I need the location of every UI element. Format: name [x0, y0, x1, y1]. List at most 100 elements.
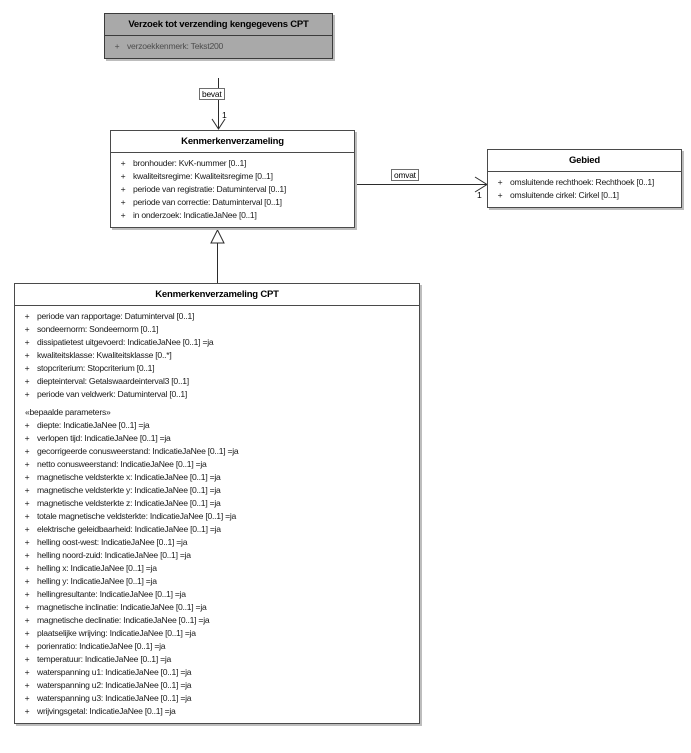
attribute-signature: elektrische geleidbaarheid: IndicatieJaN… — [37, 524, 221, 534]
class-attribute-row: +hellingresultante: IndicatieJaNee [0..1… — [17, 588, 417, 601]
class-attribute-row: +porienratio: IndicatieJaNee [0..1] =ja — [17, 640, 417, 653]
attribute-signature: periode van registratie: Datuminterval [… — [133, 184, 287, 194]
class-title: Kenmerkenverzameling CPT — [15, 284, 419, 306]
class-attribute-row: +helling oost-west: IndicatieJaNee [0..1… — [17, 536, 417, 549]
attribute-signature: omsluitende rechthoek: Rechthoek [0..1] — [510, 177, 655, 187]
attribute-signature: totale magnetische veldsterkte: Indicati… — [37, 511, 237, 521]
attribute-visibility: + — [24, 602, 30, 612]
attribute-visibility: + — [24, 511, 30, 521]
attribute-visibility: + — [24, 615, 30, 625]
attribute-signature: helling noord-zuid: IndicatieJaNee [0..1… — [37, 550, 191, 560]
class-attribute-row: + magnetische inclinatie: IndicatieJaNee … — [17, 601, 417, 614]
attribute-visibility: + — [120, 158, 126, 168]
class-attribute-list: + omsluitende rechthoek: Rechthoek [0..1… — [488, 172, 681, 207]
class-attribute-row: + omsluitende cirkel: Cirkel [0..1] — [490, 189, 679, 202]
class-attribute-row: +waterspanning u2: IndicatieJaNee [0..1]… — [17, 679, 417, 692]
attribute-visibility: + — [24, 667, 30, 677]
attribute-signature: wrijvingsgetal: IndicatieJaNee [0..1] =j… — [37, 706, 176, 716]
class-box-gebied[interactable]: Gebied + omsluitende rechthoek: Rechthoe… — [487, 149, 682, 208]
attribute-visibility: + — [24, 389, 30, 399]
class-attribute-row: + diepteinterval: Getalswaardeinterval3 [… — [17, 375, 417, 388]
class-attribute-row: +helling noord-zuid: IndicatieJaNee [0..… — [17, 549, 417, 562]
attribute-visibility: + — [24, 498, 30, 508]
connector-multiplicity-bevat: 1 — [222, 110, 227, 120]
class-box-kenmerkenverzameling[interactable]: Kenmerkenverzameling + bronhouder: KvK-n… — [110, 130, 355, 228]
attribute-signature: gecorrigeerde conusweerstand: IndicatieJ… — [37, 446, 239, 456]
attribute-visibility: + — [120, 171, 126, 181]
attribute-signature: stopcriterium: Stopcriterium [0..1] — [37, 363, 155, 373]
attribute-signature: magnetische veldsterkte z: IndicatieJaNe… — [37, 498, 221, 508]
attribute-signature: helling x: IndicatieJaNee [0..1] =ja — [37, 563, 157, 573]
attribute-signature: periode van veldwerk: Datuminterval [0..… — [37, 389, 187, 399]
attribute-visibility: + — [114, 41, 120, 51]
class-attribute-row: + periode van veldwerk: Datuminterval [0.… — [17, 388, 417, 401]
class-attribute-row: + totale magnetische veldsterkte: Indicat… — [17, 510, 417, 523]
class-attribute-row: + verzoekkenmerk: Tekst200 — [107, 40, 330, 53]
attribute-visibility: + — [24, 350, 30, 360]
attribute-signature: plaatselijke wrijving: IndicatieJaNee [0… — [37, 628, 196, 638]
class-attribute-row: +netto conusweerstand: IndicatieJaNee [0… — [17, 458, 417, 471]
attribute-visibility: + — [24, 433, 30, 443]
attribute-signature: diepte: IndicatieJaNee [0..1] =ja — [37, 420, 150, 430]
attribute-signature: diepteinterval: Getalswaardeinterval3 [0… — [37, 376, 189, 386]
class-attribute-row: + plaatselijke wrijving: IndicatieJaNee [… — [17, 627, 417, 640]
class-attribute-row: + waterspanning u1: IndicatieJaNee [0..1]… — [17, 666, 417, 679]
attribute-visibility: + — [24, 324, 30, 334]
class-attribute-row: + wrijvingsgetal: IndicatieJaNee [0..1] =… — [17, 705, 417, 718]
attribute-signature: helling y: IndicatieJaNee [0..1] =ja — [37, 576, 157, 586]
attribute-visibility: + — [120, 210, 126, 220]
class-attribute-row: + dissipatietest uitgevoerd: IndicatieJaN… — [17, 336, 417, 349]
class-attribute-row: +periode van rapportage: Datuminterval [… — [17, 310, 417, 323]
attribute-signature: temperatuur: IndicatieJaNee [0..1] =ja — [37, 654, 172, 664]
attribute-signature: kwaliteitsklasse: Kwaliteitsklasse [0..*… — [37, 350, 172, 360]
attribute-signature: waterspanning u1: IndicatieJaNee [0..1] … — [37, 667, 192, 677]
class-box-verzoek-tot-verzending-kengegevens-cpt[interactable]: Verzoek tot verzending kengegevens CPT +… — [104, 13, 333, 59]
class-stereotype-row: «bepaalde parameters» — [17, 406, 417, 419]
attribute-visibility: + — [24, 363, 30, 373]
attribute-signature: omsluitende cirkel: Cirkel [0..1] — [510, 190, 619, 200]
attribute-signature: magnetische declinatie: IndicatieJaNee [… — [37, 615, 210, 625]
class-attribute-list: + verzoekkenmerk: Tekst200 — [105, 36, 332, 58]
class-attribute-row: + kwaliteitsklasse: Kwaliteitsklasse [0..… — [17, 349, 417, 362]
attribute-visibility: + — [24, 311, 30, 321]
class-attribute-list: + bronhouder: KvK-nummer [0..1] + kwalit… — [111, 153, 354, 227]
attribute-signature: magnetische veldsterkte y: IndicatieJaNe… — [37, 485, 221, 495]
attribute-visibility: + — [24, 589, 30, 599]
attribute-visibility: + — [24, 337, 30, 347]
attribute-visibility: + — [497, 177, 503, 187]
stereotype-label: «bepaalde parameters» — [25, 407, 111, 417]
attribute-signature: waterspanning u3: IndicatieJaNee [0..1] … — [37, 693, 192, 703]
attribute-visibility: + — [120, 184, 126, 194]
attribute-visibility: + — [24, 641, 30, 651]
attribute-signature: verlopen tijd: IndicatieJaNee [0..1] =ja — [37, 433, 171, 443]
attribute-signature: dissipatietest uitgevoerd: IndicatieJaNe… — [37, 337, 214, 347]
class-attribute-row: +diepte: IndicatieJaNee [0..1] =ja — [17, 419, 417, 432]
class-attribute-row: +magnetische veldsterkte y: IndicatieJaN… — [17, 484, 417, 497]
attribute-signature: netto conusweerstand: IndicatieJaNee [0.… — [37, 459, 207, 469]
attribute-signature: magnetische inclinatie: IndicatieJaNee [… — [37, 602, 207, 612]
attribute-visibility: + — [24, 563, 30, 573]
class-attribute-row: + periode van registratie: Datuminterval… — [113, 183, 352, 196]
class-box-kenmerkenverzameling-cpt[interactable]: Kenmerkenverzameling CPT +periode van ra… — [14, 283, 420, 724]
class-attribute-row: + bronhouder: KvK-nummer [0..1] — [113, 157, 352, 170]
class-title: Gebied — [488, 150, 681, 172]
class-attribute-row: + helling y: IndicatieJaNee [0..1] =ja — [17, 575, 417, 588]
class-attribute-row: +magnetische veldsterkte x: IndicatieJaN… — [17, 471, 417, 484]
class-attribute-row: + magnetische veldsterkte z: IndicatieJaN… — [17, 497, 417, 510]
class-attribute-row: +waterspanning u3: IndicatieJaNee [0..1]… — [17, 692, 417, 705]
class-title: Kenmerkenverzameling — [111, 131, 354, 153]
class-title: Verzoek tot verzending kengegevens CPT — [105, 14, 332, 36]
class-attribute-row: + omsluitende rechthoek: Rechthoek [0..1… — [490, 176, 679, 189]
attribute-visibility: + — [24, 576, 30, 586]
attribute-visibility: + — [24, 680, 30, 690]
attribute-visibility: + — [24, 706, 30, 716]
attribute-visibility: + — [24, 376, 30, 386]
class-attribute-row: + helling x: IndicatieJaNee [0..1] =ja — [17, 562, 417, 575]
attribute-signature: periode van correctie: Datuminterval [0.… — [133, 197, 282, 207]
attribute-visibility: + — [24, 524, 30, 534]
class-attribute-row: +gecorrigeerde conusweerstand: Indicatie… — [17, 445, 417, 458]
attribute-visibility: + — [24, 628, 30, 638]
class-attribute-row: + magnetische declinatie: IndicatieJaNee … — [17, 614, 417, 627]
class-attribute-row: + in onderzoek: IndicatieJaNee [0..1] — [113, 209, 352, 222]
